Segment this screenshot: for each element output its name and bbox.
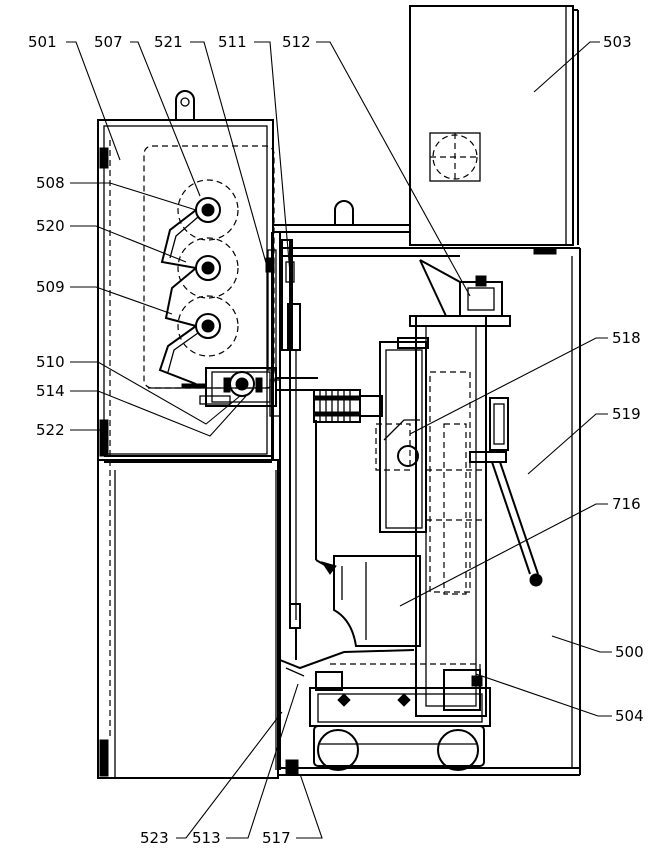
label-521: 521 (154, 33, 183, 51)
label-519: 519 (612, 405, 641, 423)
label-501: 501 (28, 33, 57, 51)
label-503: 503 (603, 33, 632, 51)
label-522: 522 (36, 421, 65, 439)
top-instrument-box-503 (409, 5, 579, 246)
isolator-assembly-510-514 (181, 367, 318, 417)
label-508: 508 (36, 174, 65, 192)
label-523: 523 (140, 829, 169, 847)
label-513: 513 (192, 829, 221, 847)
label-518: 518 (612, 329, 641, 347)
label-507: 507 (94, 33, 123, 51)
label-517: 517 (262, 829, 291, 847)
cabinet-body-500 (97, 90, 581, 779)
label-512: 512 (282, 33, 311, 51)
label-509: 509 (36, 278, 65, 296)
label-504: 504 (615, 707, 644, 725)
label-520: 520 (36, 217, 65, 235)
reference-labels: 501 507 521 511 512 503 508 520 509 510 … (28, 33, 644, 847)
label-510: 510 (36, 353, 65, 371)
circuit-breaker-truck-716 (279, 259, 543, 771)
label-511: 511 (218, 33, 247, 51)
busbar-compartment (143, 145, 277, 389)
label-716: 716 (612, 495, 641, 513)
leader-lines (66, 41, 612, 839)
operating-rod-511 (281, 239, 301, 660)
label-514: 514 (36, 382, 65, 400)
label-500: 500 (615, 643, 644, 661)
